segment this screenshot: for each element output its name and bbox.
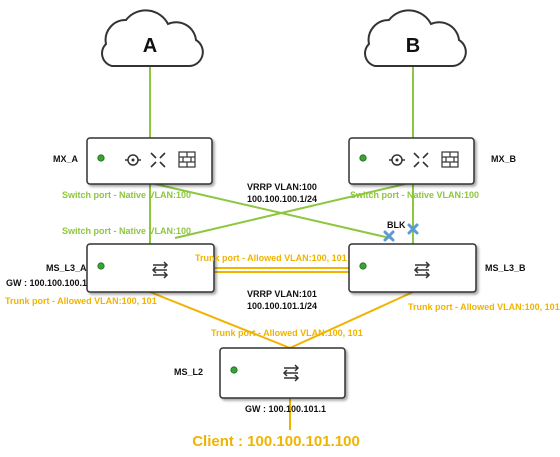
trunk-port-label-interlink: Trunk port - Allowed VLAN:100, 101 (195, 253, 347, 263)
blocked-port-x-icon (407, 223, 419, 235)
ms-l3-a-status-led (97, 262, 105, 270)
device-ms-l3-b[interactable] (348, 243, 477, 293)
ms-l3-a-name: MS_L3_A (46, 263, 87, 273)
client-label: Client : 100.100.101.100 (192, 433, 360, 450)
switch-port-label-mx-a: Switch port - Native VLAN:100 (62, 190, 191, 200)
vrrp-vlan101-ip: 100.100.101.1/24 (247, 301, 317, 311)
device-ms-l3-a[interactable] (86, 243, 215, 293)
link-ms-l3-b-ms-l2 (289, 291, 414, 349)
blocked-label: BLK (387, 220, 406, 230)
cloud-b-label: B (406, 35, 420, 57)
ms-l2-name: MS_L2 (174, 367, 203, 377)
vrrp-vlan100-ip: 100.100.100.1/24 (247, 194, 317, 204)
device-mx-b[interactable] (348, 137, 475, 185)
ms-l3-b-name: MS_L3_B (485, 263, 526, 273)
links (149, 66, 414, 430)
expand-arrows-icon (150, 152, 166, 168)
blocked-port-x-icon (383, 230, 395, 242)
vpn-icon (125, 154, 141, 166)
cloud-b: B (364, 9, 467, 68)
device-ms-l2[interactable] (219, 347, 346, 399)
vrrp-vlan101-title: VRRP VLAN:101 (247, 289, 317, 299)
ms-l2-chassis (219, 347, 346, 399)
ms-l3-b-status-led (359, 262, 367, 270)
trunk-port-label-ms-l3-b: Trunk port - Allowed VLAN:100, 101 (408, 302, 560, 312)
cloud-a-shape (101, 9, 204, 68)
cloud-a: A (101, 9, 204, 68)
mx-b-status-led (359, 154, 367, 162)
switch-port-label-ms-l3-a: Switch port - Native VLAN:100 (62, 226, 191, 236)
ms-l3-a-chassis (86, 243, 215, 293)
mx-a-status-led (97, 154, 105, 162)
trunk-port-label-ms-l3-a: Trunk port - Allowed VLAN:100, 101 (5, 296, 157, 306)
link-ms-l3-a-ms-l2 (149, 291, 291, 349)
trunk-port-label-ms-l2: Trunk port - Allowed VLAN:100, 101 (211, 328, 363, 338)
ms-l2-gateway: GW : 100.100.101.1 (245, 404, 326, 414)
mx-b-chassis (348, 137, 475, 185)
switch-port-label-mx-b: Switch port - Native VLAN:100 (350, 190, 479, 200)
expand-arrows-icon (413, 152, 429, 168)
vrrp-vlan100-title: VRRP VLAN:100 (247, 182, 317, 192)
switch-arrows-icon (151, 261, 169, 279)
firewall-icon (441, 151, 459, 168)
ms-l3-a-gateway: GW : 100.100.100.1 (6, 278, 87, 288)
switch-arrows-icon (413, 261, 431, 279)
cloud-b-shape (364, 9, 467, 68)
firewall-icon (178, 151, 196, 168)
switch-arrows-icon (282, 364, 300, 382)
mx-a-chassis (86, 137, 213, 185)
vpn-icon (389, 154, 405, 166)
link-mx-a-ms-l3-b (154, 183, 391, 239)
link-mx-b-ms-l3-a (174, 183, 406, 239)
ms-l2-status-led (230, 366, 238, 374)
mx-b-name: MX_B (491, 154, 517, 164)
ms-l3-b-chassis (348, 243, 477, 293)
cloud-a-label: A (143, 35, 157, 57)
mx-a-name: MX_A (53, 154, 79, 164)
device-mx-a[interactable] (86, 137, 213, 185)
